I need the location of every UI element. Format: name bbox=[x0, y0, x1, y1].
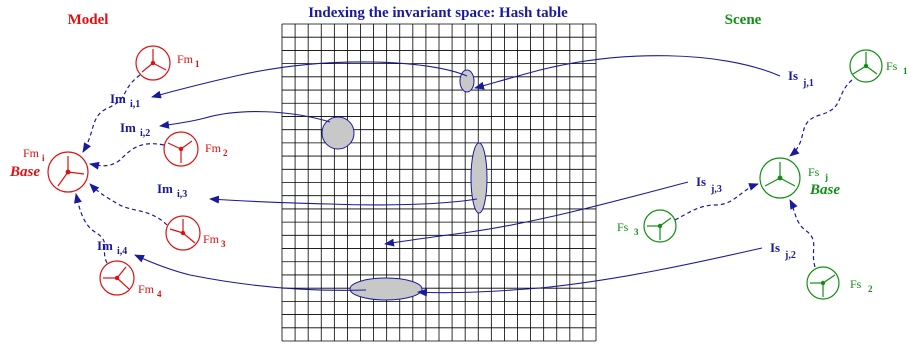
is3-to-table-arrow bbox=[384, 181, 689, 247]
scene-frame-3-label: Fs bbox=[617, 220, 629, 234]
scene-frame-2-sub: 2 bbox=[868, 284, 873, 294]
scene-invariant-2-sub: j,2 bbox=[784, 250, 796, 261]
scene-link-2 bbox=[789, 199, 816, 268]
model-link-3 bbox=[89, 183, 168, 226]
scene-invariant-3-label: Is bbox=[696, 174, 706, 189]
bucket-2-to-im2-arrow bbox=[159, 111, 331, 129]
scene-frame-1-icon bbox=[849, 49, 883, 83]
hash-bucket-3 bbox=[470, 142, 488, 214]
model-invariant-4-label: Im bbox=[97, 238, 113, 253]
model-frame-1-sub: 1 bbox=[195, 59, 200, 69]
model-frame-2-sub: 2 bbox=[223, 148, 228, 158]
scene-base-frame-label: Fs bbox=[808, 165, 820, 179]
model-link-2 bbox=[89, 143, 165, 170]
scene-invariant-1-sub: j,1 bbox=[802, 78, 814, 89]
model-base-label: Base bbox=[9, 164, 40, 180]
scene-frame-2-label: Fs bbox=[850, 277, 862, 291]
model-frame-2-label: Fm bbox=[205, 141, 222, 155]
model-frame-4-icon bbox=[99, 260, 135, 296]
scene-link-3 bbox=[674, 183, 759, 221]
scene-invariant-2-label: Is bbox=[770, 240, 780, 255]
is1-to-bucket-1-arrow bbox=[474, 55, 781, 90]
model-frame-2-icon bbox=[163, 131, 199, 167]
model-frame-4-label: Fm bbox=[138, 282, 155, 296]
scene-frame-3-icon bbox=[643, 209, 677, 243]
scene-frame-1-sub: 1 bbox=[903, 66, 908, 76]
model-invariant-2-sub: i,2 bbox=[140, 128, 150, 139]
model-base-frame-label: Fm bbox=[23, 146, 40, 160]
scene-invariant-1-label: Is bbox=[788, 68, 798, 83]
model-frame-1-label: Fm bbox=[177, 52, 194, 66]
scene-invariant-3-sub: j,3 bbox=[710, 184, 722, 195]
bucket-1-to-im1-arrow bbox=[151, 61, 468, 99]
scene-header: Scene bbox=[725, 12, 762, 28]
model-invariant-1-sub: i,1 bbox=[130, 99, 140, 110]
scene-base-label: Base bbox=[809, 182, 840, 198]
scene-base-frame-sub: j bbox=[824, 172, 828, 182]
hash-table-grid bbox=[281, 23, 597, 342]
diagram-title: Indexing the invariant space: Hash table bbox=[308, 5, 568, 21]
model-base-frame-icon bbox=[47, 151, 89, 193]
scene-frame-1-label: Fs bbox=[886, 59, 898, 73]
model-link-4 bbox=[74, 193, 108, 264]
model-base-frame-sub: i bbox=[42, 153, 45, 163]
model-invariant-1-label: Im bbox=[110, 91, 126, 106]
scene-base-frame-icon bbox=[759, 157, 801, 199]
bucket-4-to-im4-arrow bbox=[134, 254, 367, 291]
bucket-3-to-im3-arrow bbox=[209, 195, 478, 206]
model-frame-3-label: Fm bbox=[203, 232, 220, 246]
model-invariant-4-sub: i,4 bbox=[117, 246, 127, 257]
hash-bucket-4 bbox=[349, 277, 423, 301]
hash-bucket-1 bbox=[459, 69, 475, 93]
model-frame-1-icon bbox=[135, 45, 171, 81]
model-frame-4-sub: 4 bbox=[157, 289, 162, 299]
is2-to-bucket-4-arrow bbox=[417, 247, 763, 297]
model-frame-3-sub: 3 bbox=[221, 239, 226, 249]
model-invariant-2-label: Im bbox=[120, 120, 136, 135]
model-header: Model bbox=[68, 12, 109, 28]
model-link-1 bbox=[82, 74, 141, 153]
scene-link-1 bbox=[789, 79, 853, 157]
hash-bucket-2 bbox=[321, 116, 355, 150]
scene-frame-3-sub: 3 bbox=[634, 227, 639, 237]
model-invariant-3-label: Im bbox=[157, 181, 173, 196]
scene-frame-2-icon bbox=[806, 266, 840, 300]
model-frame-3-icon bbox=[165, 215, 201, 251]
model-invariant-3-sub: i,3 bbox=[177, 189, 187, 200]
